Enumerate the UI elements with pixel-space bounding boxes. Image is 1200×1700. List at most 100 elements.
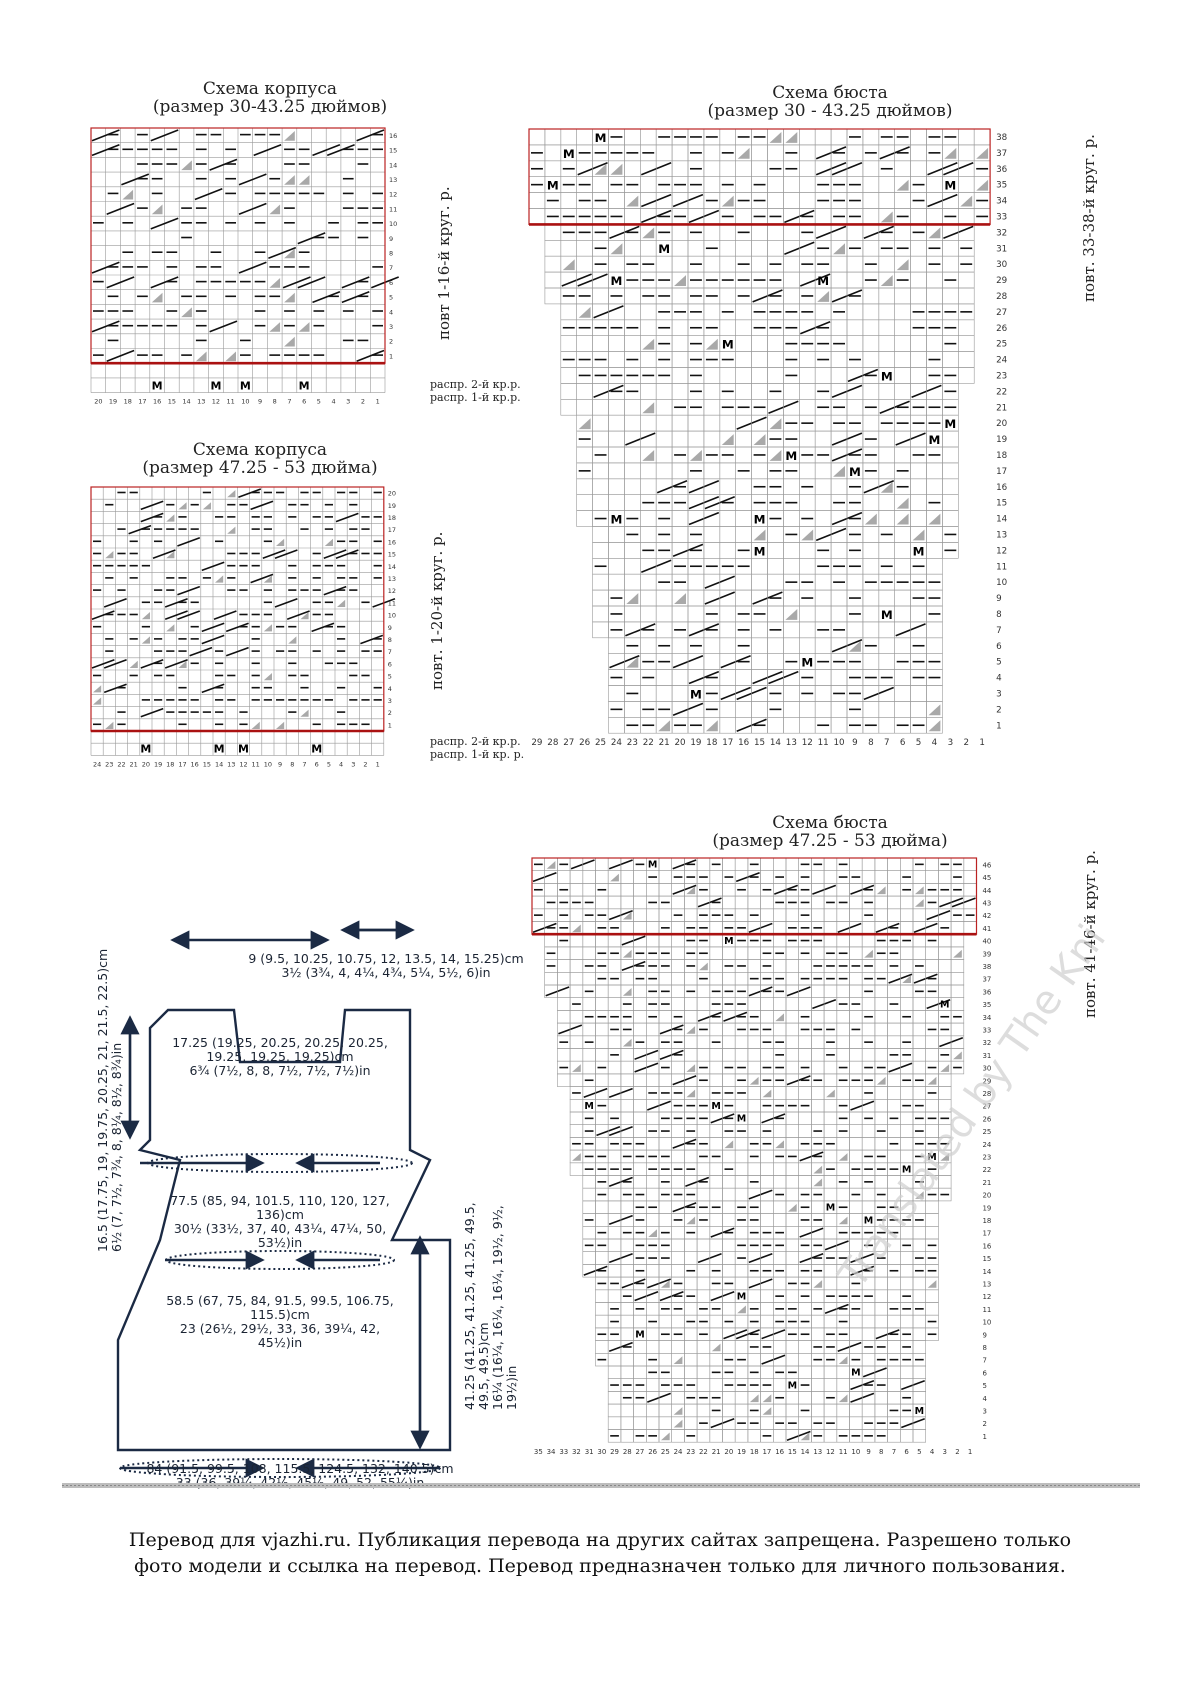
grid-cell bbox=[950, 1048, 965, 1062]
grid-cell bbox=[899, 908, 914, 922]
grid-cell bbox=[760, 1403, 774, 1418]
row-number: 6 bbox=[996, 642, 1002, 652]
row-number: 17 bbox=[388, 526, 396, 534]
grid-cell bbox=[912, 1327, 926, 1341]
grid-cell bbox=[620, 1200, 634, 1214]
grid-cell bbox=[608, 335, 625, 352]
grid-cell bbox=[846, 144, 864, 162]
m1-stitch: M bbox=[826, 1203, 835, 1214]
decrease-stitch bbox=[642, 338, 655, 350]
grid-cell bbox=[798, 701, 816, 718]
grid-cell bbox=[942, 430, 959, 448]
grid-cell bbox=[862, 605, 880, 623]
grid-cell bbox=[773, 1429, 787, 1443]
chart-title-body-small: Схема корпуса (размер 30-43.25 дюймов) bbox=[152, 79, 388, 117]
grid-cell bbox=[773, 997, 787, 1011]
grid-cell bbox=[814, 414, 832, 432]
grid-cell bbox=[620, 1327, 634, 1341]
cross-stitch bbox=[91, 143, 120, 157]
decrease-stitch bbox=[298, 322, 310, 332]
grid-cell bbox=[894, 367, 911, 384]
column-number: 25 bbox=[661, 1448, 670, 1456]
grid-cell bbox=[595, 1200, 609, 1214]
row-number: 13 bbox=[996, 530, 1007, 540]
decrease-stitch bbox=[864, 513, 877, 525]
grid-cell bbox=[814, 510, 832, 527]
grid-cell bbox=[671, 1264, 685, 1278]
row-number: 42 bbox=[983, 912, 992, 920]
grid-cell bbox=[926, 526, 943, 543]
grid-cell bbox=[798, 1035, 812, 1049]
grid-cell bbox=[878, 637, 895, 654]
grid-cell bbox=[874, 1022, 888, 1037]
grid-cell bbox=[910, 160, 927, 177]
decrease-stitch bbox=[838, 1394, 848, 1403]
grid-cell bbox=[910, 478, 927, 495]
row-number: 36 bbox=[996, 165, 1007, 175]
grid-cell bbox=[747, 1162, 761, 1176]
grid-cell bbox=[773, 1276, 787, 1291]
grid-cell bbox=[696, 1035, 711, 1049]
cross-stitch bbox=[253, 143, 282, 157]
grid-cell bbox=[722, 895, 736, 910]
grid-cell bbox=[624, 494, 641, 511]
grid-cell bbox=[640, 589, 657, 607]
grid-cell bbox=[836, 1149, 850, 1164]
cross-stitch bbox=[238, 488, 262, 498]
grid-cell bbox=[722, 1175, 736, 1189]
grid-cell bbox=[620, 1099, 634, 1113]
grid-cell bbox=[814, 478, 832, 495]
grid-cell bbox=[751, 335, 768, 352]
grid-cell bbox=[785, 1124, 799, 1138]
grid-cell bbox=[783, 716, 800, 734]
grid-cell bbox=[830, 589, 848, 607]
grid-cell bbox=[722, 1340, 736, 1354]
column-number: 19 bbox=[154, 760, 162, 768]
grid-cell bbox=[595, 895, 609, 910]
column-number: 2 bbox=[955, 1448, 959, 1456]
grid-cell bbox=[798, 621, 816, 639]
grid-cell bbox=[582, 1022, 596, 1037]
grid-cell bbox=[747, 1086, 761, 1100]
cross-stitch bbox=[274, 549, 298, 559]
grid-cell bbox=[910, 605, 927, 623]
column-number: 21 bbox=[130, 760, 138, 768]
decrease-stitch bbox=[813, 1165, 823, 1174]
cross-stitch bbox=[356, 129, 385, 142]
column-number: 1 bbox=[376, 398, 380, 406]
row-number: 7 bbox=[388, 648, 392, 656]
grid-cell bbox=[633, 1175, 647, 1189]
grid-cell bbox=[823, 1149, 838, 1164]
grid-cell bbox=[734, 1391, 749, 1405]
grid-cell bbox=[640, 303, 657, 321]
grid-cell bbox=[783, 557, 800, 575]
grid-cell bbox=[582, 933, 596, 948]
column-number: 22 bbox=[643, 738, 654, 748]
grid-cell bbox=[608, 542, 625, 559]
grid-cell bbox=[592, 462, 609, 480]
grid-cell bbox=[722, 1137, 736, 1151]
grid-cell bbox=[878, 542, 895, 559]
grid-cell bbox=[582, 1060, 596, 1075]
row-number: 11 bbox=[996, 562, 1007, 572]
grid-cell bbox=[894, 701, 911, 718]
grid-cell bbox=[687, 605, 705, 623]
grid-cell bbox=[684, 1022, 698, 1037]
grid-cell bbox=[785, 1238, 799, 1252]
grid-cell bbox=[912, 997, 926, 1011]
decrease-stitch bbox=[263, 673, 272, 681]
grid-cell bbox=[735, 335, 752, 352]
grid-cell bbox=[696, 1086, 711, 1100]
grid-cell bbox=[814, 367, 832, 384]
grid-cell bbox=[785, 1175, 799, 1189]
grid-cell bbox=[607, 883, 622, 897]
grid-cell bbox=[767, 573, 784, 591]
decrease-stitch bbox=[686, 1064, 696, 1072]
grid-cell bbox=[684, 1035, 698, 1049]
cross-stitch bbox=[152, 549, 176, 559]
grid-cell bbox=[544, 128, 562, 146]
cross-stitch bbox=[164, 598, 188, 608]
grid-cell bbox=[926, 716, 943, 734]
grid-cell bbox=[814, 605, 832, 623]
footer-line-1: Перевод для vjazhi.ru. Публикация перево… bbox=[128, 1529, 1072, 1551]
